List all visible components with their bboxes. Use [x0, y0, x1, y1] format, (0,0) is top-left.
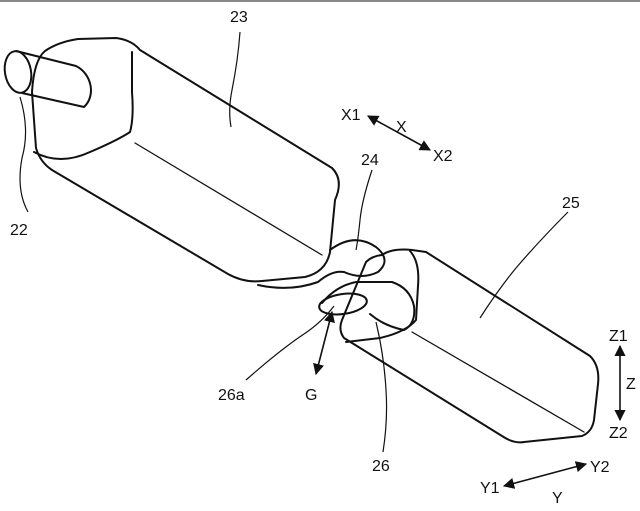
- label-x2: X2: [433, 148, 453, 165]
- label-26: 26: [372, 458, 390, 475]
- label-y: Y: [552, 490, 563, 507]
- leader-22: [19, 96, 29, 213]
- pipe-26: [318, 281, 416, 331]
- y-axis-arrow: [502, 461, 588, 489]
- label-x: X: [396, 119, 407, 136]
- leader-24: [355, 169, 373, 251]
- leader-25: [479, 211, 569, 319]
- label-x1: X1: [341, 107, 361, 124]
- label-gravity: G: [305, 387, 317, 404]
- label-25: 25: [562, 195, 580, 212]
- upstream-muffler-23: [31, 37, 340, 283]
- label-22: 22: [10, 222, 28, 239]
- label-y2: Y2: [590, 459, 610, 476]
- label-z: Z: [626, 376, 636, 393]
- label-z2: Z2: [609, 425, 628, 442]
- label-z1: Z1: [609, 328, 628, 345]
- leader-23: [229, 31, 241, 128]
- gravity-arrow: [313, 310, 335, 376]
- connecting-pipe-24: [257, 239, 386, 289]
- label-y1: Y1: [480, 480, 500, 497]
- label-26a: 26a: [218, 387, 245, 404]
- label-23: 23: [230, 9, 248, 26]
- downstream-muffler-25: [339, 248, 600, 444]
- x-axis-arrow: [367, 115, 431, 151]
- label-24: 24: [361, 152, 379, 169]
- inlet-pipe-22: [3, 50, 92, 108]
- leader-26a: [245, 305, 335, 381]
- leader-26: [375, 321, 388, 453]
